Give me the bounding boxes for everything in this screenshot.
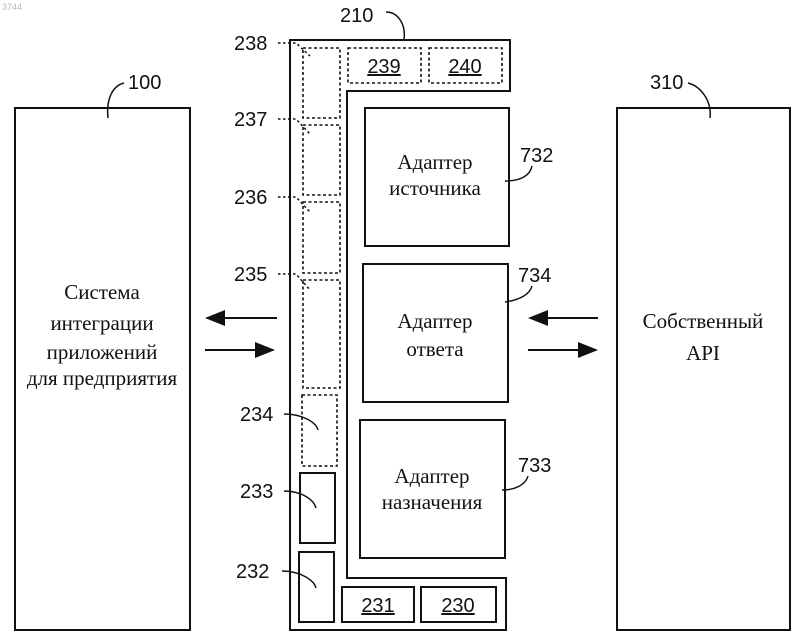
native-api: 310 Собственный API <box>617 72 790 630</box>
leader-line <box>688 83 710 118</box>
module-237 <box>303 125 340 195</box>
destination-adapter: Адаптер назначения 733 <box>360 420 551 558</box>
ref-label-733: 733 <box>518 455 551 477</box>
module-238 <box>303 48 340 118</box>
module-232 <box>299 552 334 622</box>
leader-line <box>108 83 124 118</box>
response-adapter-label: ответа <box>406 337 464 361</box>
adapter-frame-outline <box>290 40 510 630</box>
ref-label-232: 232 <box>236 561 269 583</box>
ref-label-237: 237 <box>234 109 267 131</box>
module-234 <box>302 395 337 466</box>
source-adapter-label: Адаптер <box>397 150 472 174</box>
enterprise-system-line: интеграции <box>50 311 153 335</box>
enterprise-system-line: Система <box>64 280 140 304</box>
native-api-box <box>617 108 790 630</box>
module-233 <box>300 473 335 543</box>
enterprise-system-line: для предприятия <box>27 366 178 390</box>
ref-label-234: 234 <box>240 404 273 426</box>
leader-line <box>386 12 404 40</box>
watermark: 3744 <box>2 2 22 12</box>
ref-label-233: 233 <box>240 481 273 503</box>
enterprise-system-line: приложений <box>47 340 158 364</box>
response-adapter: Адаптер ответа 734 <box>363 264 551 402</box>
destination-adapter-label: Адаптер <box>394 464 469 488</box>
ref-label-231: 231 <box>361 595 394 617</box>
ref-label-230: 230 <box>441 595 474 617</box>
ref-label-238: 238 <box>234 33 267 55</box>
ref-label-240: 240 <box>448 56 481 78</box>
ref-label-210: 210 <box>340 5 373 27</box>
source-adapter-label: источника <box>389 176 481 200</box>
module-235 <box>303 280 340 388</box>
destination-adapter-box <box>360 420 505 558</box>
ref-label-734: 734 <box>518 265 551 287</box>
native-api-line: API <box>686 341 720 365</box>
ref-label-310: 310 <box>650 72 683 94</box>
module-236 <box>303 202 340 273</box>
ref-label-732: 732 <box>520 145 553 167</box>
native-api-line: Собственный <box>643 309 764 333</box>
response-adapter-box <box>363 264 508 402</box>
source-adapter: Адаптер источника 732 <box>365 108 553 246</box>
ref-label-236: 236 <box>234 187 267 209</box>
destination-adapter-label: назначения <box>382 490 483 514</box>
response-adapter-label: Адаптер <box>397 309 472 333</box>
ref-label-235: 235 <box>234 264 267 286</box>
enterprise-integration-system: 100 Система интеграции приложений для пр… <box>15 72 190 630</box>
ref-label-100: 100 <box>128 72 161 94</box>
ref-label-239: 239 <box>367 56 400 78</box>
